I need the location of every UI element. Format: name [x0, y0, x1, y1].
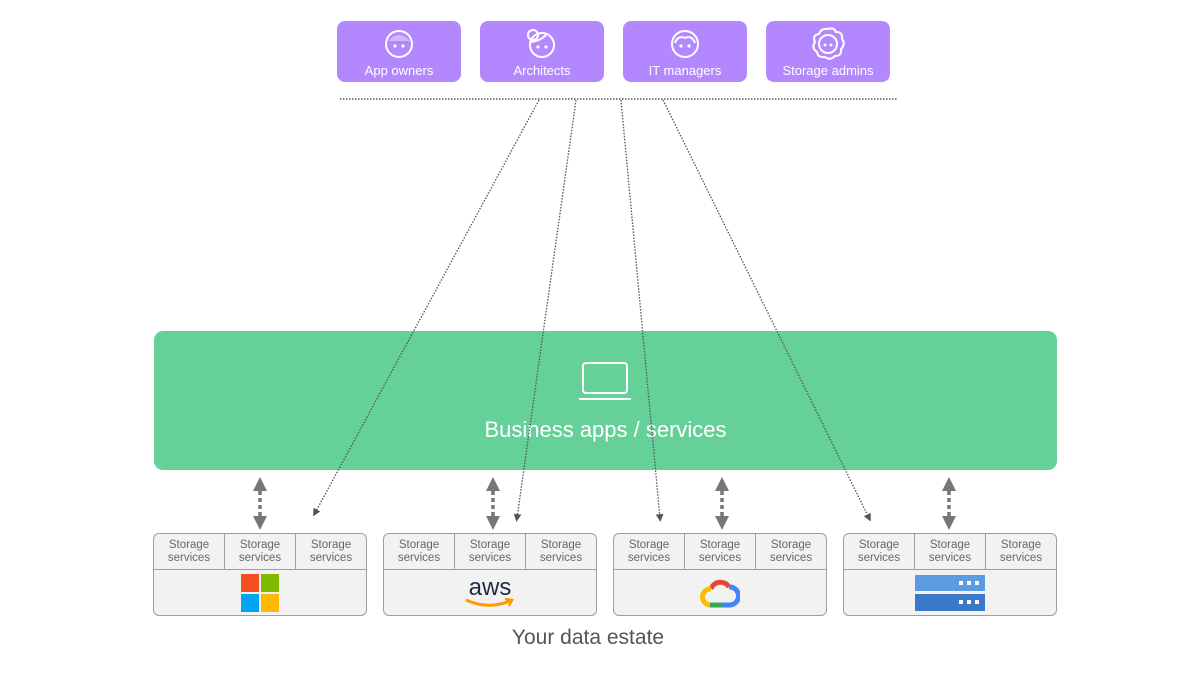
laptop-icon	[579, 362, 631, 400]
persona-architects: Architects	[480, 21, 604, 82]
persona-label: App owners	[364, 63, 434, 78]
persona-label: Storage admins	[782, 63, 874, 78]
microsoft-logo	[241, 574, 279, 612]
google-cloud-logo	[700, 579, 740, 608]
data-estate-caption: Your data estate	[511, 626, 665, 649]
persona-it-managers: IT managers	[623, 21, 747, 82]
server-icon	[915, 575, 985, 611]
face-bun-icon	[527, 29, 555, 58]
persona-label: Architects	[513, 63, 571, 78]
business-apps-layer: Business apps / services	[154, 331, 1057, 470]
persona-app-owners: App owners	[337, 21, 461, 82]
persona-storage-admins: Storage admins	[766, 21, 890, 82]
face-curly-icon	[812, 27, 845, 60]
aws-smile	[465, 598, 514, 607]
face-icon	[385, 30, 413, 58]
face-hair-icon	[671, 30, 699, 58]
business-apps-title: Business apps / services	[484, 417, 727, 442]
aws-logo: aws	[384, 572, 596, 614]
persona-label: IT managers	[648, 63, 722, 78]
aws-logo-text: aws	[468, 574, 512, 601]
